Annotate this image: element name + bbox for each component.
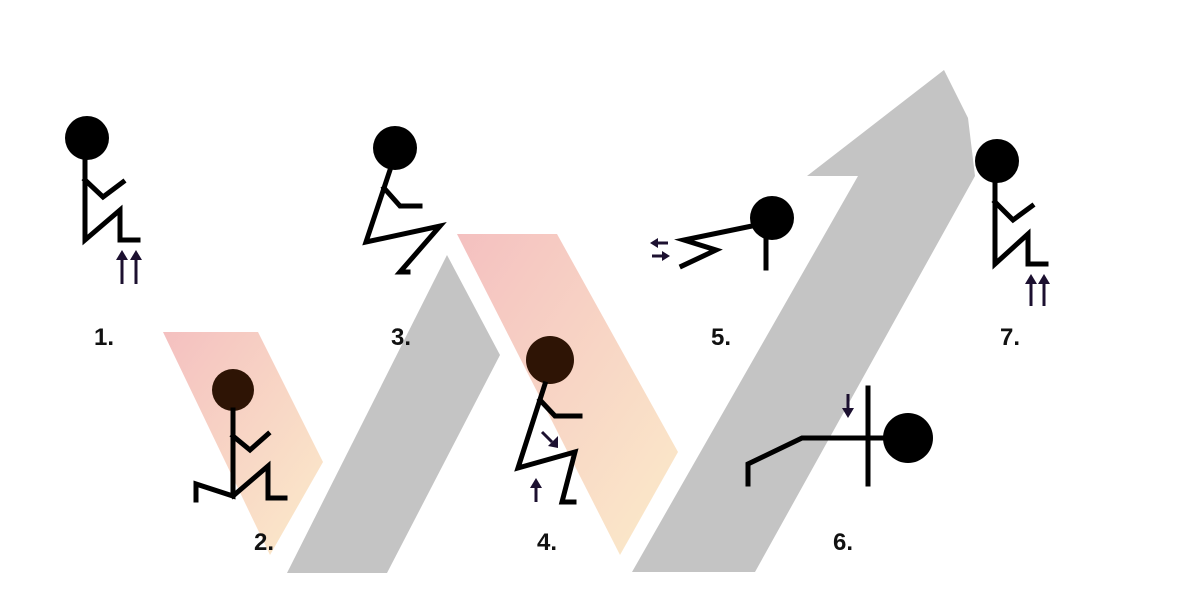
step-6-label: 6. bbox=[832, 529, 854, 556]
step-4-label: 4. bbox=[536, 529, 558, 556]
gray-zigzag-segment bbox=[287, 255, 500, 573]
diagonal-motion-arrow-icon bbox=[540, 430, 558, 448]
figure-2-lunge-icon bbox=[193, 369, 288, 503]
step-7-label: 7. bbox=[999, 324, 1021, 351]
gradient-band-middle bbox=[457, 234, 678, 555]
figure-4-squat-icon bbox=[514, 336, 583, 505]
double-up-arrow-icon-1 bbox=[116, 250, 142, 284]
figure-5-bending-icon bbox=[674, 196, 794, 271]
step-2-label: 2. bbox=[253, 529, 275, 556]
gray-up-arrow bbox=[632, 70, 975, 572]
double-up-arrow-icon-7 bbox=[1025, 274, 1050, 306]
figure-6-hanging-icon bbox=[745, 385, 933, 487]
left-right-arrows-icon bbox=[650, 238, 670, 261]
step-5-label: 5. bbox=[710, 324, 732, 351]
up-arrow-icon-4 bbox=[530, 478, 542, 502]
figure-1-standing-icon bbox=[65, 116, 141, 246]
figure-3-squat-icon bbox=[362, 126, 447, 275]
figure-7-standing-icon bbox=[975, 139, 1049, 270]
down-arrow-icon-6 bbox=[842, 394, 854, 418]
step-3-label: 3. bbox=[390, 324, 412, 351]
step-1-label: 1. bbox=[93, 324, 115, 351]
